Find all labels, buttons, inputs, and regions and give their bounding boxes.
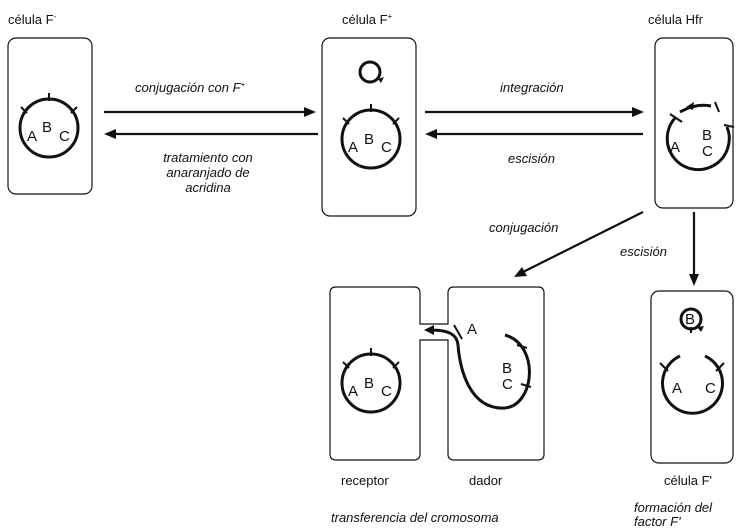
cell-f-prime: B A C [650, 290, 734, 464]
arrow-acridine-treatment [104, 129, 318, 139]
label-acridine-line-3: acridina [185, 180, 231, 195]
gene-c: C [381, 139, 392, 156]
label-cell-hfr: célula Hfr [648, 12, 704, 27]
label-acridine-line-2: anaranjado de [166, 165, 249, 180]
arrow-excision [425, 129, 643, 139]
gene-a: A [467, 321, 477, 338]
label-acridine-line-1: tratamiento con [163, 150, 253, 165]
mating-pair-outline [329, 286, 545, 461]
gene-b: B [364, 375, 374, 392]
arrow-excision-down [689, 212, 699, 286]
gene-a: A [670, 139, 680, 156]
label-cell-f-prime: célula F' [664, 473, 712, 488]
label-conjugation-with-fplus: conjugación con F+ [135, 80, 246, 95]
label-chromosome-transfer: transferencia del cromosoma [331, 510, 499, 525]
gene-c: C [702, 143, 713, 160]
arrow-conjugation-with-fplus [104, 107, 316, 117]
label-recipient: receptor [341, 473, 389, 488]
label-conjugation: conjugación [489, 220, 558, 235]
gene-b: B [42, 119, 52, 136]
label-donor: dador [469, 473, 503, 488]
gene-c: C [705, 380, 716, 397]
label-f-prime-formation-1: formación del [634, 500, 713, 515]
mating-pair: A B C A B C [329, 286, 545, 461]
gene-b: B [502, 360, 512, 377]
f-prime-chromosome [661, 354, 724, 415]
gene-a: A [348, 383, 358, 400]
cell-f-plus: A B C [321, 37, 417, 217]
gene-b: B [685, 311, 695, 328]
cell-hfr: A B C [654, 37, 735, 209]
label-f-prime-formation-2: factor F' [634, 514, 681, 529]
arrow-conjugation [514, 211, 644, 277]
gene-c: C [59, 128, 70, 145]
hfr-chromosome [665, 115, 731, 172]
gene-a: A [672, 380, 682, 397]
f-plasmid [358, 60, 382, 84]
gene-b: B [702, 127, 712, 144]
label-excision-down: escisión [620, 244, 667, 259]
label-cell-f-minus: célula F- [8, 12, 57, 27]
plasmid-arrowhead [378, 77, 384, 83]
gene-c: C [502, 376, 513, 393]
gene-a: A [348, 139, 358, 156]
gene-b: B [364, 131, 374, 148]
gene-c: C [381, 383, 392, 400]
donor-chromosome [429, 328, 531, 410]
cell-f-minus: A B C [7, 37, 93, 195]
label-cell-f-plus: célula F+ [342, 12, 393, 27]
label-integration: integración [500, 80, 564, 95]
arrow-integration [425, 107, 644, 117]
gene-a: A [27, 128, 37, 145]
label-excision: escisión [508, 151, 555, 166]
